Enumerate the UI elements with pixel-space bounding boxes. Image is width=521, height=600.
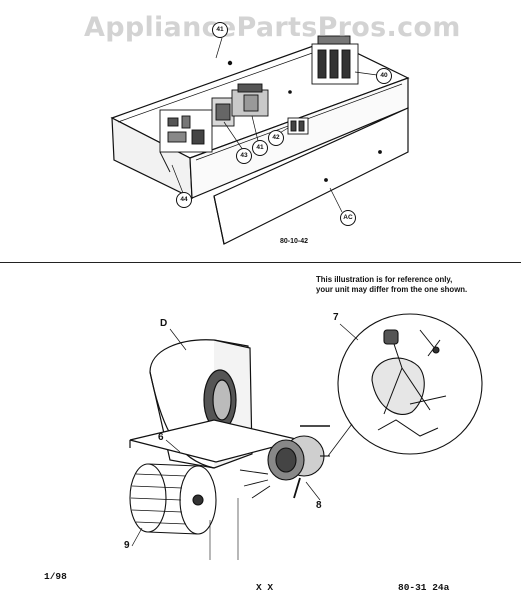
section-divider	[0, 262, 521, 263]
watermark: AppliancePartsPros.com	[84, 12, 461, 43]
transformer	[231, 83, 269, 117]
control-board	[159, 109, 213, 173]
terminal-block	[287, 117, 309, 135]
blower-motor	[239, 425, 330, 499]
reference-note: This illustration is for reference only,…	[316, 275, 516, 295]
bottom-leaders	[131, 323, 359, 560]
callout-40: 40	[376, 68, 392, 84]
label-8: 8	[316, 500, 322, 511]
label-d: D	[160, 318, 168, 329]
cover-panel	[213, 107, 409, 245]
blower-wheel	[129, 463, 217, 535]
callout-41-cabinet: 41	[212, 22, 228, 38]
footer-center: X X	[256, 582, 274, 593]
footer-code: 80-31 24a	[398, 582, 450, 593]
reference-note-line1: This illustration is for reference only,	[316, 275, 453, 284]
callout-ac: AC	[340, 210, 356, 226]
blower-housing	[129, 339, 301, 469]
callout-43: 43	[236, 148, 252, 164]
label-9: 9	[124, 540, 130, 551]
callout-41-relay: 41	[252, 140, 268, 156]
callout-44: 44	[176, 192, 192, 208]
reference-note-line2: your unit may differ from the one shown.	[316, 285, 468, 294]
label-7: 7	[333, 312, 339, 323]
top-leaders	[171, 37, 378, 213]
top-figure-code: 80-10-42	[280, 238, 309, 245]
contactor	[311, 35, 359, 85]
callout-42: 42	[268, 130, 284, 146]
footer-date: 1/98	[44, 571, 67, 582]
detail-circle	[327, 313, 483, 457]
label-6: 6	[158, 432, 164, 443]
relay-block	[211, 97, 235, 127]
